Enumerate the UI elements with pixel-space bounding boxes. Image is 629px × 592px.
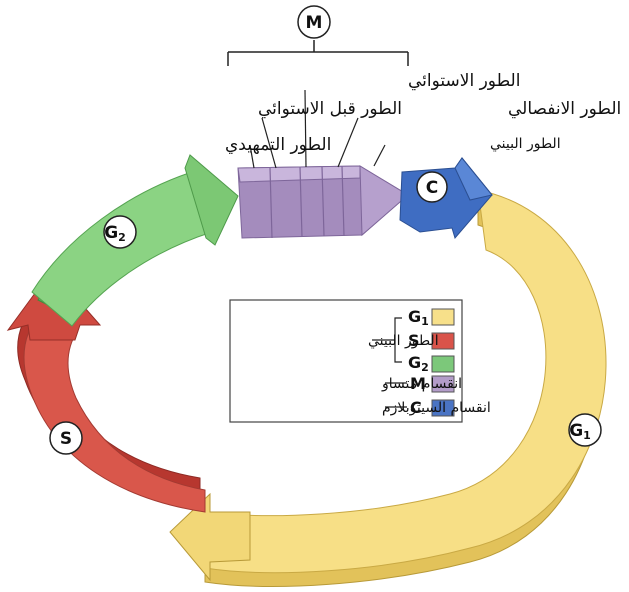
legend-row-s: S — [408, 331, 455, 350]
svg-text:G2: G2 — [104, 223, 126, 244]
g2-arc — [31, 154, 239, 327]
legend-interphase-label: الطور البيني — [368, 333, 439, 349]
legend-g1-letter: G — [408, 307, 421, 326]
g1-badge-sub: 1 — [583, 429, 591, 442]
g1-circle-badge: G1 — [568, 413, 602, 447]
g1-badge-letter: G — [569, 421, 583, 441]
legend-g2-sub: 2 — [421, 361, 429, 374]
legend-c-letter: C — [410, 398, 422, 417]
m-band — [237, 165, 409, 239]
c-badge-text: C — [426, 178, 438, 198]
g1-arc — [169, 189, 607, 587]
m-bracket — [227, 40, 409, 66]
prometaphase-label: الطور قبل الاستوائي — [258, 99, 402, 119]
legend-row-g1: G1 — [408, 307, 455, 328]
legend-s-swatch — [431, 332, 455, 350]
telophase-label: الطور البيني — [490, 136, 561, 152]
phase-leader-lines — [249, 89, 386, 169]
metaphase-label: الطور الاستوائي — [408, 71, 520, 91]
legend-row-m: M — [410, 374, 455, 393]
legend-g2-letter: G — [408, 353, 421, 372]
g2-badge-letter: G — [104, 223, 118, 243]
legend-g2-swatch — [431, 355, 455, 373]
m-badge-text: M — [306, 13, 323, 33]
c-circle-badge: C — [416, 171, 448, 203]
legend-s-letter: S — [408, 331, 420, 350]
legend-row-g2: G2 — [408, 353, 455, 374]
legend-cytokinesis-label: انقسام السيتوبلازم — [382, 400, 491, 416]
anaphase-label: الطور الانفصالي — [508, 99, 621, 119]
legend-g1-swatch — [431, 308, 455, 326]
legend-c-swatch — [431, 399, 455, 417]
legend-row-c: C — [410, 398, 455, 417]
svg-text:G1: G1 — [408, 307, 429, 328]
s-circle-badge: S — [49, 421, 83, 455]
svg-text:G2: G2 — [408, 353, 429, 374]
s-badge-text: S — [60, 429, 72, 449]
legend-m-swatch — [431, 375, 455, 393]
s-arc — [6, 269, 206, 513]
g2-circle-badge: G2 — [103, 215, 137, 249]
legend-mitosis-label: انقسام متساو — [381, 376, 462, 392]
g2-badge-sub: 2 — [118, 231, 126, 244]
legend-g1-sub: 1 — [421, 315, 429, 328]
legend-m-letter: M — [410, 374, 426, 393]
prophase-label: الطور التمهيدي — [225, 135, 331, 155]
legend: G1 S G2 M C الطور البيني انقسام متساو ان… — [229, 299, 491, 423]
svg-text:G1: G1 — [569, 421, 591, 442]
m-circle-badge: M — [297, 5, 331, 39]
c-arrow — [399, 157, 493, 240]
